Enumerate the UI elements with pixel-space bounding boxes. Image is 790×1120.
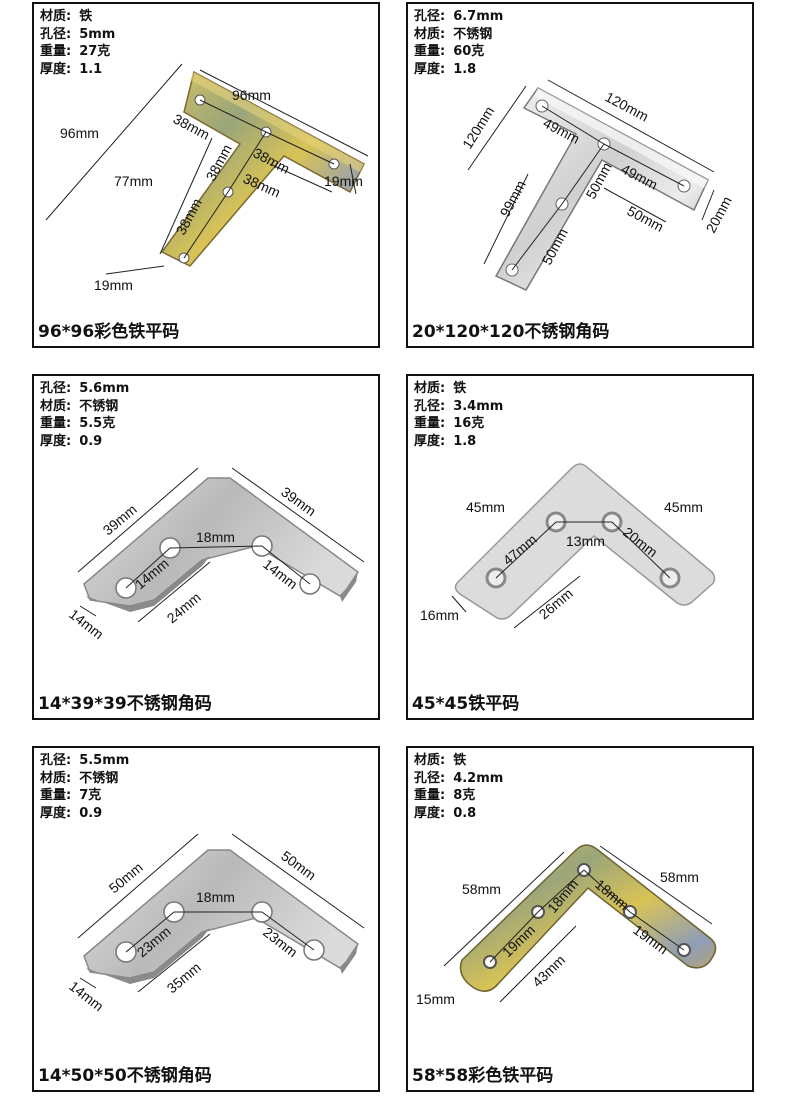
dim-label: 14mm xyxy=(66,978,107,1015)
product-card-l-plate-58: 58mm 58mm 18mm 18mm 19mm 19mm 43mm 15mm … xyxy=(406,746,754,1092)
spec-row: 重量:5.5克 xyxy=(40,416,116,431)
spec-row: 孔径:3.4mm xyxy=(414,398,504,414)
dim-label: 50mm xyxy=(278,847,319,883)
dim-label: 20mm xyxy=(703,194,735,236)
l-plate-figure: 39mm 39mm 18mm 14mm 14mm 24mm 14mm xyxy=(66,467,365,643)
spec-row: 厚度:1.8 xyxy=(414,61,477,77)
spec-row: 重量:16克 xyxy=(414,416,485,431)
t-plate-figure: 96mm 96mm 38mm 38mm 38mm 38mm 38mm 77mm … xyxy=(45,63,369,293)
dim-label: 50mm xyxy=(106,859,146,896)
spec-list: 孔径:6.7mm 材质:不锈钢 重量:60克 厚度:1.8 xyxy=(414,8,503,78)
l-plate-figure: 50mm 50mm 18mm 23mm 23mm 35mm 14mm xyxy=(66,833,365,1015)
dim-label: 19mm xyxy=(94,277,133,293)
spec-list: 材质:铁 孔径:5mm 重量:27克 厚度:1.1 xyxy=(40,8,115,78)
t-plate-stainless xyxy=(494,87,709,291)
product-card-t-plate-120: 120mm 120mm 49mm 49mm 50mm 50mm 50mm 99m… xyxy=(406,2,754,348)
spec-row: 厚度:1.8 xyxy=(414,433,477,449)
spec-row: 材质:不锈钢 xyxy=(414,26,493,42)
spec-row: 重量:7克 xyxy=(40,788,102,803)
t-plate-colored-iron xyxy=(160,70,365,267)
dimension-lines xyxy=(467,79,715,271)
product-caption: 45*45铁平码 xyxy=(412,694,520,714)
dim-label: 13mm xyxy=(566,533,605,549)
dimension-lines xyxy=(45,63,369,275)
product-caption: 14*50*50不锈钢角码 xyxy=(38,1066,212,1086)
spec-row: 重量:60克 xyxy=(414,44,485,59)
l-plate-figure: 58mm 58mm 18mm 18mm 19mm 19mm 43mm 15mm xyxy=(416,844,717,1007)
product-caption: 20*120*120不锈钢角码 xyxy=(412,322,610,342)
spec-row: 厚度:0.9 xyxy=(40,805,103,821)
t-plate-figure: 120mm 120mm 49mm 49mm 50mm 50mm 50mm 99m… xyxy=(459,79,735,291)
product-card-l-plate-39: 39mm 39mm 18mm 14mm 14mm 24mm 14mm 孔径:5.… xyxy=(32,374,380,720)
spec-row: 孔径:4.2mm xyxy=(414,770,504,786)
dim-label: 120mm xyxy=(459,104,497,152)
spec-row: 厚度:1.1 xyxy=(40,61,103,77)
spec-row: 材质:铁 xyxy=(414,381,467,396)
spec-list: 孔径:5.6mm 材质:不锈钢 重量:5.5克 厚度:0.9 xyxy=(40,380,129,450)
product-caption: 14*39*39不锈钢角码 xyxy=(38,694,212,714)
dimension-lines xyxy=(77,467,365,623)
l-plate-colored-iron xyxy=(459,844,717,992)
dim-label: 45mm xyxy=(664,499,703,515)
product-caption: 58*58彩色铁平码 xyxy=(412,1066,554,1086)
spec-list: 孔径:5.5mm 材质:不锈钢 重量:7克 厚度:0.9 xyxy=(40,752,129,822)
spec-row: 厚度:0.8 xyxy=(414,805,477,821)
dim-label: 15mm xyxy=(416,991,455,1007)
dim-label: 77mm xyxy=(114,173,153,189)
dim-label: 99mm xyxy=(497,178,529,220)
dimension-lines xyxy=(451,521,671,629)
dim-label: 24mm xyxy=(164,589,204,626)
dim-label: 19mm xyxy=(324,173,363,189)
spec-list: 材质:铁 孔径:4.2mm 重量:8克 厚度:0.8 xyxy=(414,752,503,822)
dim-label: 120mm xyxy=(603,89,652,125)
dimension-lines xyxy=(443,845,713,1003)
spec-row: 重量:27克 xyxy=(40,44,111,59)
dim-label: 14mm xyxy=(66,606,107,643)
dim-label: 39mm xyxy=(278,483,319,519)
dim-label: 43mm xyxy=(529,952,568,991)
dim-label: 18mm xyxy=(196,529,235,545)
spec-row: 重量:8克 xyxy=(414,788,476,803)
l-plate-galvanized xyxy=(454,463,716,620)
l-plate-figure: 45mm 45mm 47mm 13mm 20mm 26mm 16mm xyxy=(420,463,716,629)
spec-row: 孔径:5mm xyxy=(40,26,116,42)
spec-row: 材质:铁 xyxy=(414,753,467,768)
dim-label: 58mm xyxy=(660,869,699,885)
dim-label: 26mm xyxy=(536,585,576,622)
dim-label: 96mm xyxy=(232,87,271,103)
spec-row: 孔径:6.7mm xyxy=(414,9,504,24)
l-plate-stainless xyxy=(83,477,360,612)
dim-label: 18mm xyxy=(196,889,235,905)
product-card-t-plate-96: 96mm 96mm 38mm 38mm 38mm 38mm 38mm 77mm … xyxy=(32,2,380,348)
spec-row: 厚度:0.9 xyxy=(40,433,103,449)
dim-label: 50mm xyxy=(625,203,667,235)
dim-label: 39mm xyxy=(100,501,140,538)
product-card-l-plate-50: 50mm 50mm 18mm 23mm 23mm 35mm 14mm 孔径:5.… xyxy=(32,746,380,1092)
dim-label: 96mm xyxy=(60,125,99,141)
dimension-lines xyxy=(77,833,365,993)
dim-label: 45mm xyxy=(466,499,505,515)
spec-row: 孔径:5.5mm xyxy=(40,753,130,768)
spec-row: 孔径:5.6mm xyxy=(40,381,130,396)
product-card-l-plate-45: 45mm 45mm 47mm 13mm 20mm 26mm 16mm 材质:铁 … xyxy=(406,374,754,720)
spec-row: 材质:铁 xyxy=(40,9,93,24)
spec-row: 材质:不锈钢 xyxy=(40,770,119,786)
dim-label: 58mm xyxy=(462,881,501,897)
spec-list: 材质:铁 孔径:3.4mm 重量:16克 厚度:1.8 xyxy=(414,380,503,450)
dim-label: 16mm xyxy=(420,607,459,623)
spec-row: 材质:不锈钢 xyxy=(40,398,119,414)
product-caption: 96*96彩色铁平码 xyxy=(38,322,180,342)
